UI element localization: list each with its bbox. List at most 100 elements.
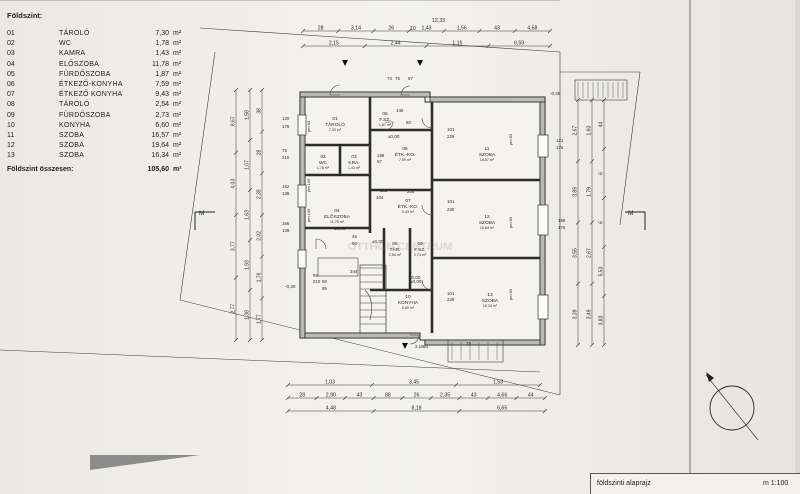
- dimension-tick: [400, 395, 405, 401]
- room-name: ÉTK.-KO.: [395, 151, 416, 158]
- dimension-label: 6: [599, 221, 605, 224]
- room-area: 2,54 m²: [389, 253, 402, 257]
- opening-size: 195: [558, 218, 566, 223]
- dimension-label: 1,58: [245, 110, 251, 120]
- dimension-tick: [259, 212, 265, 218]
- dimension-label: 8,67: [231, 116, 237, 126]
- opening-size: 198: [377, 153, 385, 158]
- dimension-tick: [424, 43, 429, 49]
- entry-arrow: [417, 60, 423, 66]
- legend-name: TÁROLÓ: [59, 30, 90, 37]
- window: [537, 294, 549, 320]
- opening-size: 228: [447, 297, 455, 302]
- dimension-label: 1,79: [587, 187, 593, 197]
- dimension-label: 28: [318, 26, 324, 32]
- dimension-tick: [537, 382, 543, 388]
- dimension-tick: [259, 87, 265, 93]
- section-mark: [194, 211, 215, 230]
- opening-size: 74: [387, 76, 392, 81]
- dimension-label: 3,45: [409, 380, 419, 386]
- legend-area: 16,34: [151, 152, 169, 160]
- dimension-tick: [314, 395, 319, 401]
- dimension-label: 4,66: [497, 393, 507, 399]
- legend-area: 19,64: [151, 142, 169, 150]
- dimension-label: 43: [471, 393, 477, 399]
- dimension-tick: [575, 159, 581, 164]
- dimension-tick: [575, 342, 581, 348]
- dimension-label: 3,49: [587, 309, 593, 319]
- room-number: 11: [485, 146, 490, 152]
- room-area: 7,59 m²: [399, 158, 412, 162]
- legend-no: 08: [7, 101, 15, 109]
- legend-name: FÜRDŐSZOBA: [59, 111, 111, 119]
- opening-size: 176: [282, 124, 290, 129]
- dimension-label: 2,02: [257, 231, 263, 241]
- legend-area: 1,78: [155, 40, 169, 48]
- dimension-tick: [601, 195, 607, 201]
- dimension-label: 6,65: [497, 406, 507, 412]
- wall-band: [424, 339, 541, 346]
- legend-area: 11,78: [152, 60, 169, 68]
- entry-arrow: [342, 60, 348, 66]
- dimension-label: 6: [599, 172, 605, 175]
- wall-band: [299, 96, 306, 339]
- legend-name: ELŐSZOBA: [59, 60, 100, 68]
- opening-size: 101: [447, 199, 455, 204]
- dimension-tick: [371, 408, 376, 414]
- dimension-label: 4,48: [326, 406, 336, 412]
- legend-title: Földszint:: [7, 11, 43, 20]
- dimension-label: 3,83: [599, 315, 605, 325]
- room-area: 19,64 m²: [480, 226, 495, 230]
- room-number: 12: [484, 214, 490, 220]
- dimension-label: 1,63: [245, 210, 251, 220]
- dimension-tick: [477, 28, 482, 34]
- room-name: ÉTK.-KO.: [398, 203, 419, 210]
- opening-size: 121: [556, 138, 564, 143]
- window: [297, 114, 307, 136]
- dimension-tick: [589, 342, 595, 348]
- dimension-label: 1,93: [245, 260, 251, 270]
- dimension-tick: [512, 28, 517, 34]
- dimension-tick: [514, 395, 519, 401]
- dimension-tick: [441, 28, 447, 34]
- dimension-tick: [371, 28, 376, 34]
- legend-area: 16,57: [151, 132, 169, 139]
- dimension-tick: [247, 187, 253, 193]
- opening-size: 2,15: [415, 344, 424, 349]
- legend-unit: m²: [173, 40, 182, 48]
- opening-size: 244: [350, 269, 358, 274]
- room-area: 6,60 m²: [402, 306, 415, 310]
- dimension-label: 6,59: [514, 41, 524, 47]
- drawing-scale: m 1:100: [763, 480, 789, 487]
- dimension-tick: [542, 408, 548, 414]
- dimension-label: 4,03: [231, 179, 237, 189]
- opening-size: 75: [282, 148, 287, 153]
- opening-size: 45: [352, 234, 357, 239]
- level-mark: ±0,00: [372, 239, 384, 244]
- room-area: 16,34 m²: [483, 304, 498, 308]
- room-number: 03: [351, 154, 357, 160]
- opening-size: 166: [282, 221, 290, 226]
- dimension-tick: [259, 337, 265, 343]
- dimension-label: 26: [388, 26, 394, 32]
- dimension-tick: [247, 287, 253, 293]
- dimension-label: 28: [257, 150, 263, 156]
- level-mark: -0,30: [285, 284, 296, 289]
- dimension-tick: [233, 275, 239, 280]
- opening-size: 210: [282, 155, 290, 160]
- legend-name: SZOBA: [59, 152, 85, 160]
- room-number: 10: [405, 294, 411, 300]
- dimension-label: 28: [299, 393, 305, 399]
- sheet-edge: [795, 0, 800, 494]
- opening-size: 210: [313, 279, 321, 284]
- opening-size: 230: [447, 207, 455, 212]
- legend-no: 05: [7, 70, 15, 78]
- room-area: 16,57 m²: [480, 158, 495, 162]
- door-swing: [384, 121, 394, 131]
- legend-area: 6,60: [155, 121, 169, 129]
- site-boundary: [199, 27, 561, 53]
- opening-size: 176: [558, 225, 566, 230]
- staircase: [359, 264, 387, 334]
- north-arrow-circle: [709, 385, 755, 431]
- dimension-tick: [233, 337, 239, 343]
